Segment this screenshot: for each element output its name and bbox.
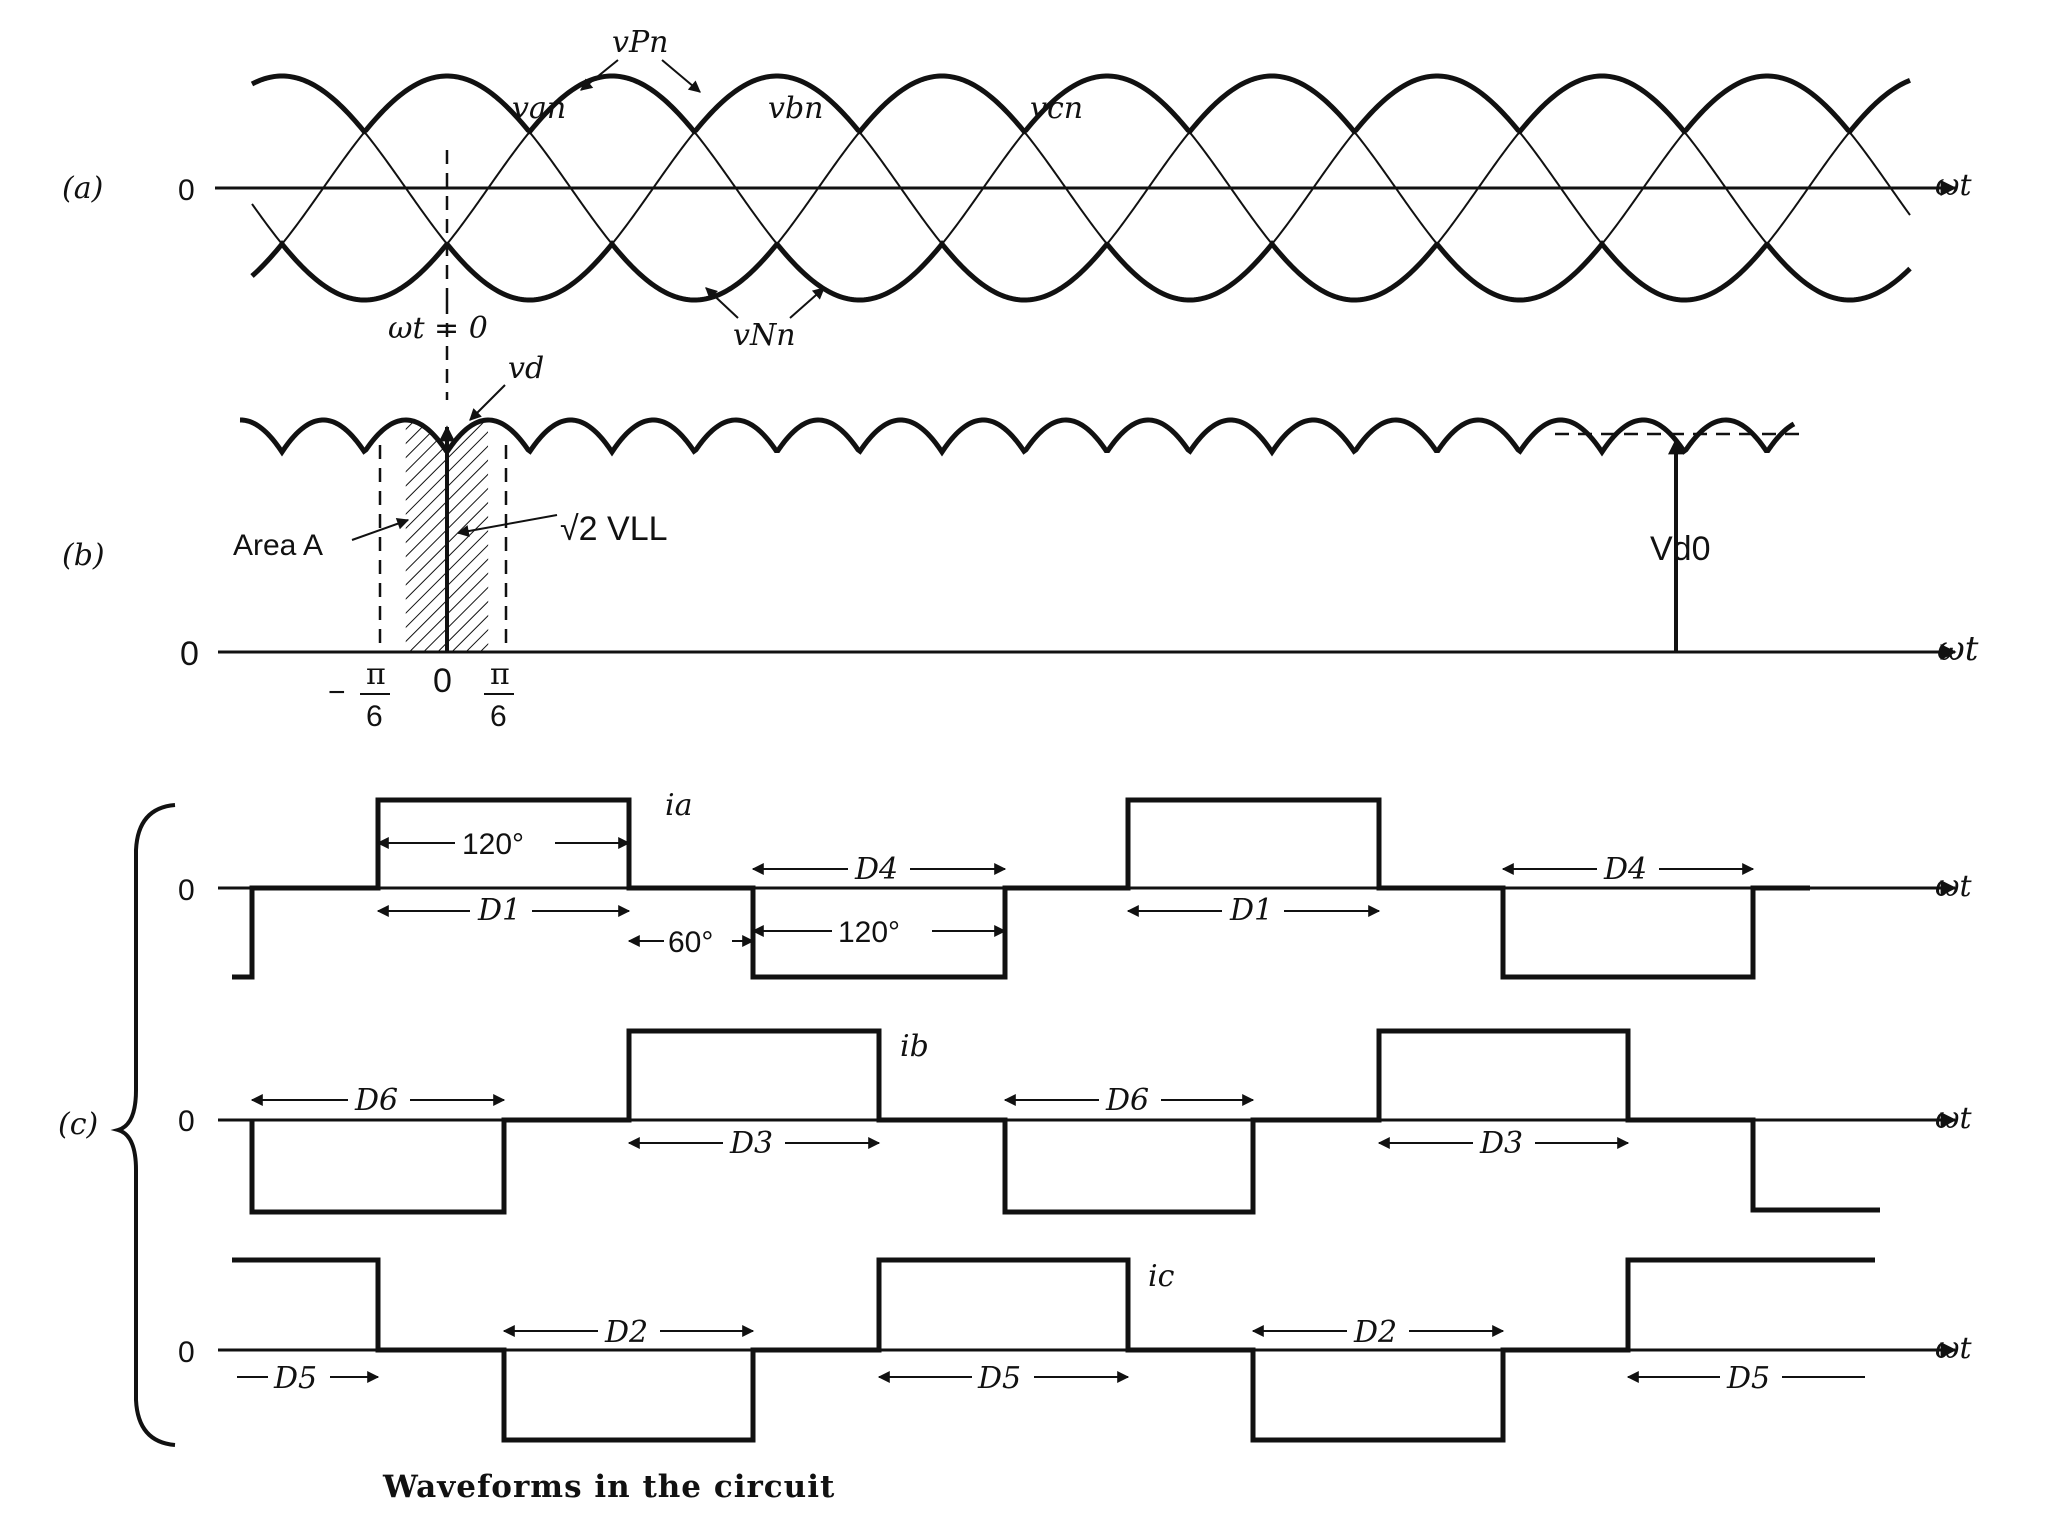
ib-axis-label: ωt xyxy=(1935,1101,1972,1136)
ib-d6-b-label: D6 xyxy=(1105,1083,1149,1118)
ia-axis-label: ωt xyxy=(1935,869,1972,904)
panel-b: (b) 0 ωt Vd0 vd Area A √2 VLL − π 6 0 π … xyxy=(62,300,1979,733)
peak-voltage-label: √2 VLL xyxy=(560,510,668,548)
vnn-arrow-left xyxy=(705,287,739,319)
ic-d2-a-label-bg xyxy=(598,1314,660,1348)
ib-label: ib xyxy=(900,1029,929,1064)
ia-120deg-bottom-label: 120° xyxy=(838,916,900,949)
ia-d4-b-label-bg xyxy=(1597,851,1659,885)
panel-a-tag: (a) xyxy=(62,171,103,206)
ic-d5-b-label-bg xyxy=(972,1360,1034,1394)
pi6-numerator: π xyxy=(490,657,510,692)
vbn-label: vbn xyxy=(768,91,823,126)
area-a-label: Area A xyxy=(233,529,323,562)
ic-d5-c-label-bg xyxy=(1720,1360,1782,1394)
vd-pointer-arrow xyxy=(469,384,506,421)
ic-d2-b-label-bg xyxy=(1347,1314,1409,1348)
vpn-label: vPn xyxy=(612,25,668,60)
ic-zero-label: 0 xyxy=(178,1336,195,1369)
ib-d6-a-label-bg xyxy=(348,1083,410,1117)
ib-d3-a-label-bg xyxy=(723,1126,785,1160)
ia-zero-label: 0 xyxy=(178,874,195,907)
minus-pi6-numerator: π xyxy=(366,657,386,692)
panel-a-axis-label: ωt xyxy=(1935,168,1972,203)
ia-d4-a-label-bg xyxy=(848,851,910,885)
panel-c-tag: (c) xyxy=(58,1107,98,1142)
vd0-label: Vd0 xyxy=(1650,530,1711,568)
panel-a: (a) 0 ωt vPn van vbn vcn vNn ωt = 0 xyxy=(62,25,1972,353)
figure-caption: Waveforms in the circuit xyxy=(382,1469,835,1505)
ic-d2-b-label: D2 xyxy=(1353,1315,1397,1350)
ib-d3-b-label-bg xyxy=(1473,1126,1535,1160)
origin-tick-label: 0 xyxy=(433,662,452,700)
ib-waveform xyxy=(249,1028,1880,1215)
vcn-label: vcn xyxy=(1030,91,1083,126)
phase-a-thin-curve xyxy=(251,131,1911,246)
ia-d4-a-label: D4 xyxy=(854,852,898,887)
peak-voltage-pointer-arrow xyxy=(456,514,558,537)
vnn-label: vNn xyxy=(733,318,796,353)
ic-d5-a-label-bg xyxy=(268,1360,330,1394)
ib-d3-a-label: D3 xyxy=(729,1126,773,1161)
ic-d5-a-label: D5 xyxy=(273,1361,317,1396)
ic-d5-c-label: D5 xyxy=(1726,1361,1770,1396)
ic-d2-a-label: D2 xyxy=(604,1315,648,1350)
ia-60deg-label: 60° xyxy=(668,926,713,959)
upper-envelope-curve xyxy=(250,73,1911,135)
panel-b-tag: (b) xyxy=(62,538,105,573)
ic-label: ic xyxy=(1148,1259,1175,1294)
area-a-pointer-arrow xyxy=(351,517,410,541)
panel-b-zero-label: 0 xyxy=(180,635,199,673)
panel-a-zero-label: 0 xyxy=(178,174,195,207)
ia-120deg-top-label-bg xyxy=(455,826,555,860)
vpn-arrow-right xyxy=(661,59,701,93)
ia-60deg-label-bg xyxy=(664,924,732,958)
vd-label: vd xyxy=(508,351,544,386)
vnn-arrow-right xyxy=(789,287,825,319)
ia-d1-b-label-bg xyxy=(1222,893,1284,927)
vpn-arrow-left xyxy=(580,59,619,91)
ib-d6-a-label: D6 xyxy=(354,1083,398,1118)
ic-axis-label: ωt xyxy=(1935,1331,1972,1366)
minus-sign: − xyxy=(328,676,346,709)
ia-120deg-top-label: 120° xyxy=(462,828,524,861)
ia-120deg-bottom-label-bg xyxy=(832,914,932,948)
panel-c-bracket xyxy=(110,803,176,1447)
minus-pi6-denominator: 6 xyxy=(366,700,383,733)
ic-waveform xyxy=(232,1257,1875,1443)
panel-c: (c) 0 ωt ia 120° D1 60° 120° D4 D1 D4 0 … xyxy=(58,788,1972,1447)
ia-d4-b-label: D4 xyxy=(1603,852,1647,887)
wt0-label: ωt = 0 xyxy=(388,311,488,346)
ia-d1-a-label-bg xyxy=(470,893,532,927)
ic-d5-b-label: D5 xyxy=(977,1361,1021,1396)
panel-b-axis-label: ωt xyxy=(1937,629,1979,669)
ib-d3-b-label: D3 xyxy=(1479,1126,1523,1161)
ia-d1-b-label: D1 xyxy=(1229,893,1273,928)
vd-ripple-curve xyxy=(239,417,1796,457)
ia-d1-a-label: D1 xyxy=(477,893,521,928)
ib-zero-label: 0 xyxy=(178,1105,195,1138)
ib-d6-b-label-bg xyxy=(1099,1083,1161,1117)
lower-envelope-curve xyxy=(250,240,1912,303)
pi6-denominator: 6 xyxy=(490,700,507,733)
ia-label: ia xyxy=(665,788,692,823)
van-label: van xyxy=(512,91,566,126)
